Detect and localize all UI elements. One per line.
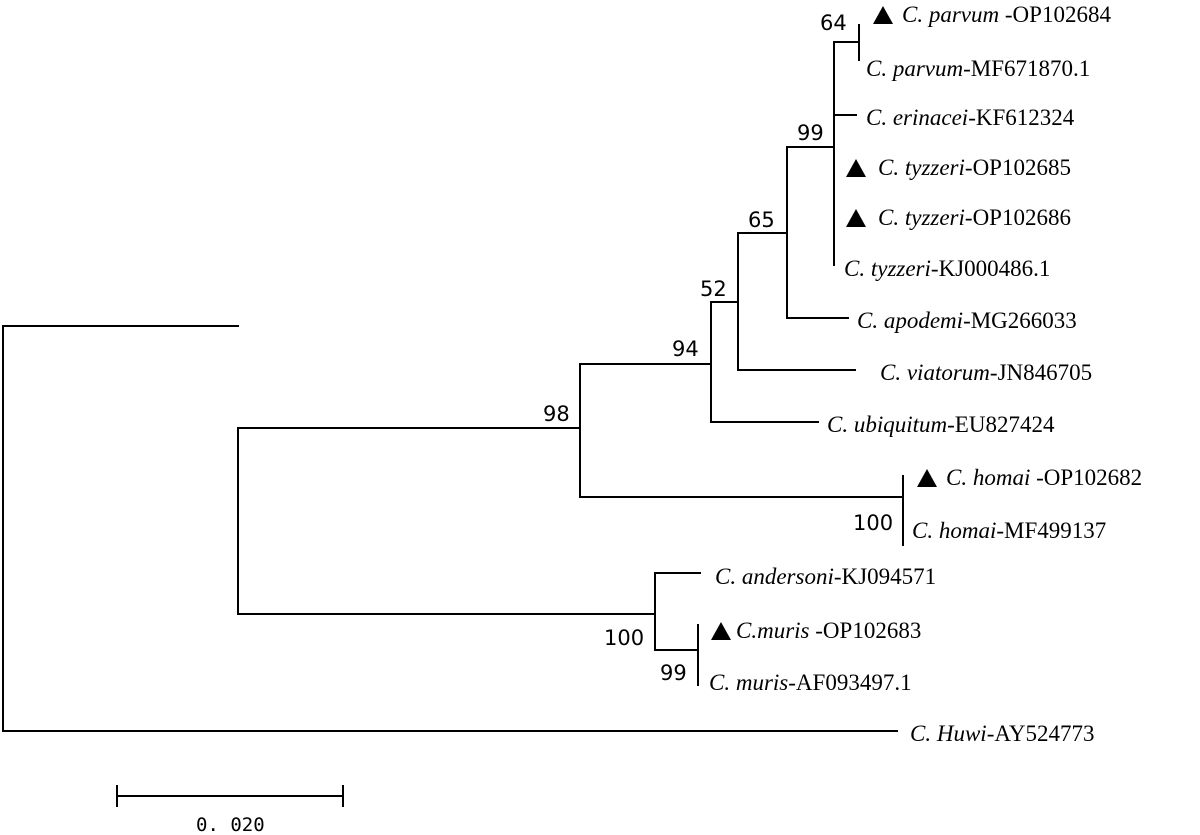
taxon-label: C. andersoni-KJ094571 xyxy=(715,564,936,589)
bootstrap-label: 99 xyxy=(797,121,824,145)
taxon-label: C. apodemi-MG266033 xyxy=(857,308,1077,333)
taxon-label: C. erinacei-KF612324 xyxy=(866,105,1075,130)
triangle-marker-icon xyxy=(711,622,731,640)
scale-bar: 0. 020 xyxy=(116,785,344,835)
bootstrap-label: 98 xyxy=(543,402,570,426)
bootstrap-label: 64 xyxy=(820,11,847,35)
bootstrap-label: 100 xyxy=(853,511,893,535)
bootstrap-label: 65 xyxy=(748,208,775,232)
scale-bar-label: 0. 020 xyxy=(196,814,265,835)
bootstrap-label: 100 xyxy=(604,626,644,650)
bootstrap-label: 99 xyxy=(660,661,687,685)
taxa-labels: C. parvum -OP102684 C. parvum-MF671870.1… xyxy=(709,2,1142,746)
taxon-label: C. viatorum-JN846705 xyxy=(880,360,1092,385)
taxon-label: C. parvum -OP102684 xyxy=(902,2,1111,27)
taxon-label: C. Huwi-AY524773 xyxy=(910,721,1094,746)
triangle-marker-icon xyxy=(917,469,937,487)
taxon-label: C. ubiquitum-EU827424 xyxy=(827,412,1055,437)
bootstrap-label: 52 xyxy=(700,277,727,301)
tree-branches xyxy=(2,24,904,732)
taxon-label: C. muris-AF093497.1 xyxy=(709,670,912,695)
taxon-label: C.muris -OP102683 xyxy=(736,618,921,643)
taxon-label: C. parvum-MF671870.1 xyxy=(866,56,1090,81)
taxon-label: C. tyzzeri-OP102685 xyxy=(878,155,1071,180)
triangle-marker-icon xyxy=(873,6,893,24)
taxon-label: C. tyzzeri-OP102686 xyxy=(878,205,1071,230)
bootstrap-label: 94 xyxy=(672,337,699,361)
taxon-label: C. homai -OP102682 xyxy=(946,465,1142,490)
taxon-label: C. homai-MF499137 xyxy=(912,518,1106,543)
taxon-label: C. tyzzeri-KJ000486.1 xyxy=(844,256,1050,281)
triangle-marker-icon xyxy=(846,209,866,227)
triangle-marker-icon xyxy=(846,159,866,177)
bootstrap-values: 64 99 65 52 94 98 100 100 99 xyxy=(543,11,893,685)
